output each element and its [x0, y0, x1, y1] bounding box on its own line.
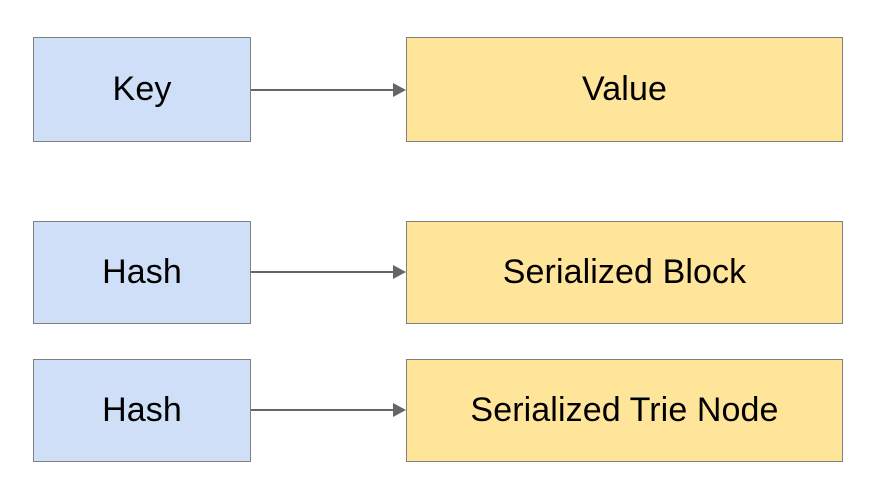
edge-hash-to-serialized-block — [251, 271, 395, 273]
node-label: Value — [582, 69, 667, 108]
node-value-serialized-block[interactable]: Serialized Block — [406, 221, 843, 324]
node-value-serialized-trie-node[interactable]: Serialized Trie Node — [406, 359, 843, 462]
node-label: Key — [112, 69, 172, 108]
node-label: Serialized Block — [502, 252, 747, 291]
node-key-header[interactable]: Key — [33, 37, 251, 142]
node-key-block-hash[interactable]: Hash — [33, 221, 251, 324]
node-label: Hash — [102, 390, 182, 429]
arrowhead-icon — [393, 83, 406, 97]
arrowhead-icon — [393, 265, 406, 279]
edge-hash-to-serialized-trie-node — [251, 409, 395, 411]
edge-key-to-value-header — [251, 89, 395, 91]
node-label: Hash — [102, 252, 182, 291]
node-value-header[interactable]: Value — [406, 37, 843, 142]
node-label: Serialized Trie Node — [470, 390, 779, 429]
node-key-trie-hash[interactable]: Hash — [33, 359, 251, 462]
arrowhead-icon — [393, 403, 406, 417]
